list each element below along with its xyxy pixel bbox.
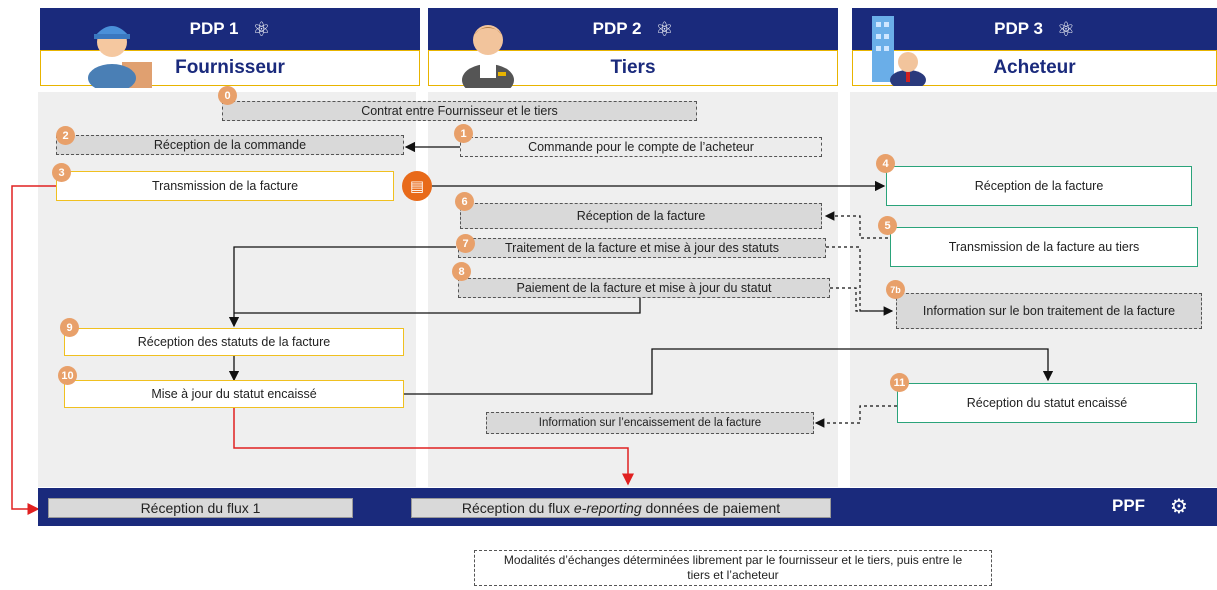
step-2-box: Réception de la commande <box>56 135 404 155</box>
arrow-11-info <box>814 405 897 428</box>
step-8-badge: 8 <box>452 262 471 281</box>
step-label: Commande pour le compte de l’acheteur <box>528 139 754 154</box>
step-6-badge: 6 <box>455 192 474 211</box>
atom-icon: ⚛ <box>655 18 674 41</box>
step-6-box: Réception de la facture <box>460 203 822 229</box>
step-10-badge: 10 <box>58 366 77 385</box>
role-label: Fournisseur <box>175 57 285 78</box>
network-icon: ⚙ <box>1170 496 1188 518</box>
arrow-red-ereporting <box>233 407 634 486</box>
supplier-avatar-icon <box>88 26 152 88</box>
arrow-transmission-tiers <box>824 211 888 239</box>
column-bg-pdp1 <box>38 92 416 487</box>
step-7b-box: Information sur le bon traitement de la … <box>896 293 1202 329</box>
step-label: Réception du statut encaissé <box>966 395 1128 410</box>
step-5-box: Transmission de la facture au tiers <box>890 227 1198 267</box>
atom-icon: ⚛ <box>1056 18 1075 41</box>
arrow-8-9 <box>234 297 641 314</box>
arrow-7-9 <box>228 246 456 328</box>
arrow-red-flux1 <box>11 185 56 515</box>
step-7b-badge: 7b <box>886 280 905 299</box>
header-title: PDP 1 <box>189 19 239 38</box>
ppf-ereporting-box: Réception du flux e-reporting données de… <box>411 498 831 518</box>
arrow-10-11 <box>403 348 1054 395</box>
step-label: Mise à jour du statut encaissé <box>151 386 317 401</box>
ppf-flux2-prefix: Réception du flux <box>461 500 574 516</box>
step-11-box: Réception du statut encaissé <box>897 383 1197 423</box>
ppf-flux2-italic: e-reporting <box>573 500 642 516</box>
header-title: PDP 2 <box>592 19 642 38</box>
step-label: Réception de la facture <box>576 208 706 223</box>
step-5-badge: 5 <box>878 216 897 235</box>
step-4-box: Réception de la facture <box>886 166 1192 206</box>
step-4-badge: 4 <box>876 154 895 173</box>
role-label: Tiers <box>610 57 656 78</box>
ppf-label: PPF <box>1112 496 1146 515</box>
step-7-badge: 7 <box>456 234 475 253</box>
arrow-8-7b <box>830 287 894 316</box>
ppf-flux1-label: Réception du flux 1 <box>140 500 261 516</box>
step-1-box: Commande pour le compte de l’acheteur <box>460 137 822 157</box>
step-7-box: Traitement de la facture et mise à jour … <box>458 238 826 258</box>
step-1-badge: 1 <box>454 124 473 143</box>
step-label: Traitement de la facture et mise à jour … <box>505 240 779 255</box>
step-8-box: Paiement de la facture et mise à jour du… <box>458 278 830 298</box>
step-0-box: Contrat entre Fournisseur et le tiers <box>222 101 697 121</box>
step-label: Transmission de la facture <box>151 178 299 193</box>
step-2-badge: 2 <box>56 126 75 145</box>
legend-footnote: Modalités d’échanges déterminées libreme… <box>474 550 992 586</box>
step-3-badge: 3 <box>52 163 71 182</box>
step-10-box: Mise à jour du statut encaissé <box>64 380 404 408</box>
header-title: PDP 3 <box>994 19 1043 38</box>
step-9-badge: 9 <box>60 318 79 337</box>
arrow-7-7b <box>826 246 892 312</box>
step-label: Information sur l’encaissement de la fac… <box>538 416 762 429</box>
header-pdp3: PDP 3 ⚛ <box>852 8 1217 50</box>
step-label: Transmission de la facture au tiers <box>948 239 1140 254</box>
step-label: Information sur le bon traitement de la … <box>922 303 1176 318</box>
step-info-encaissement-box: Information sur l’encaissement de la fac… <box>486 412 814 434</box>
step-label: Réception de la commande <box>153 137 307 152</box>
step-label: Paiement de la facture et mise à jour du… <box>516 280 772 295</box>
atom-icon: ⚛ <box>252 18 271 41</box>
step-11-badge: 11 <box>890 373 909 392</box>
invoice-document-icon: ▤ <box>402 171 432 201</box>
step-label: Contrat entre Fournisseur et le tiers <box>361 103 558 118</box>
footnote-text: Modalités d’échanges déterminées libreme… <box>503 553 963 582</box>
ppf-flux1-box: Réception du flux 1 <box>48 498 353 518</box>
step-label: Réception des statuts de la facture <box>137 334 331 349</box>
step-label: Réception de la facture <box>974 178 1104 193</box>
step-3-box: Transmission de la facture <box>56 171 394 201</box>
step-0-badge: 0 <box>218 86 237 105</box>
ppf-flux2-suffix: données de paiement <box>641 500 781 516</box>
buyer-avatar-icon <box>872 16 926 86</box>
role-label: Acheteur <box>993 57 1076 78</box>
third-party-avatar-icon <box>462 25 514 88</box>
step-9-box: Réception des statuts de la facture <box>64 328 404 356</box>
